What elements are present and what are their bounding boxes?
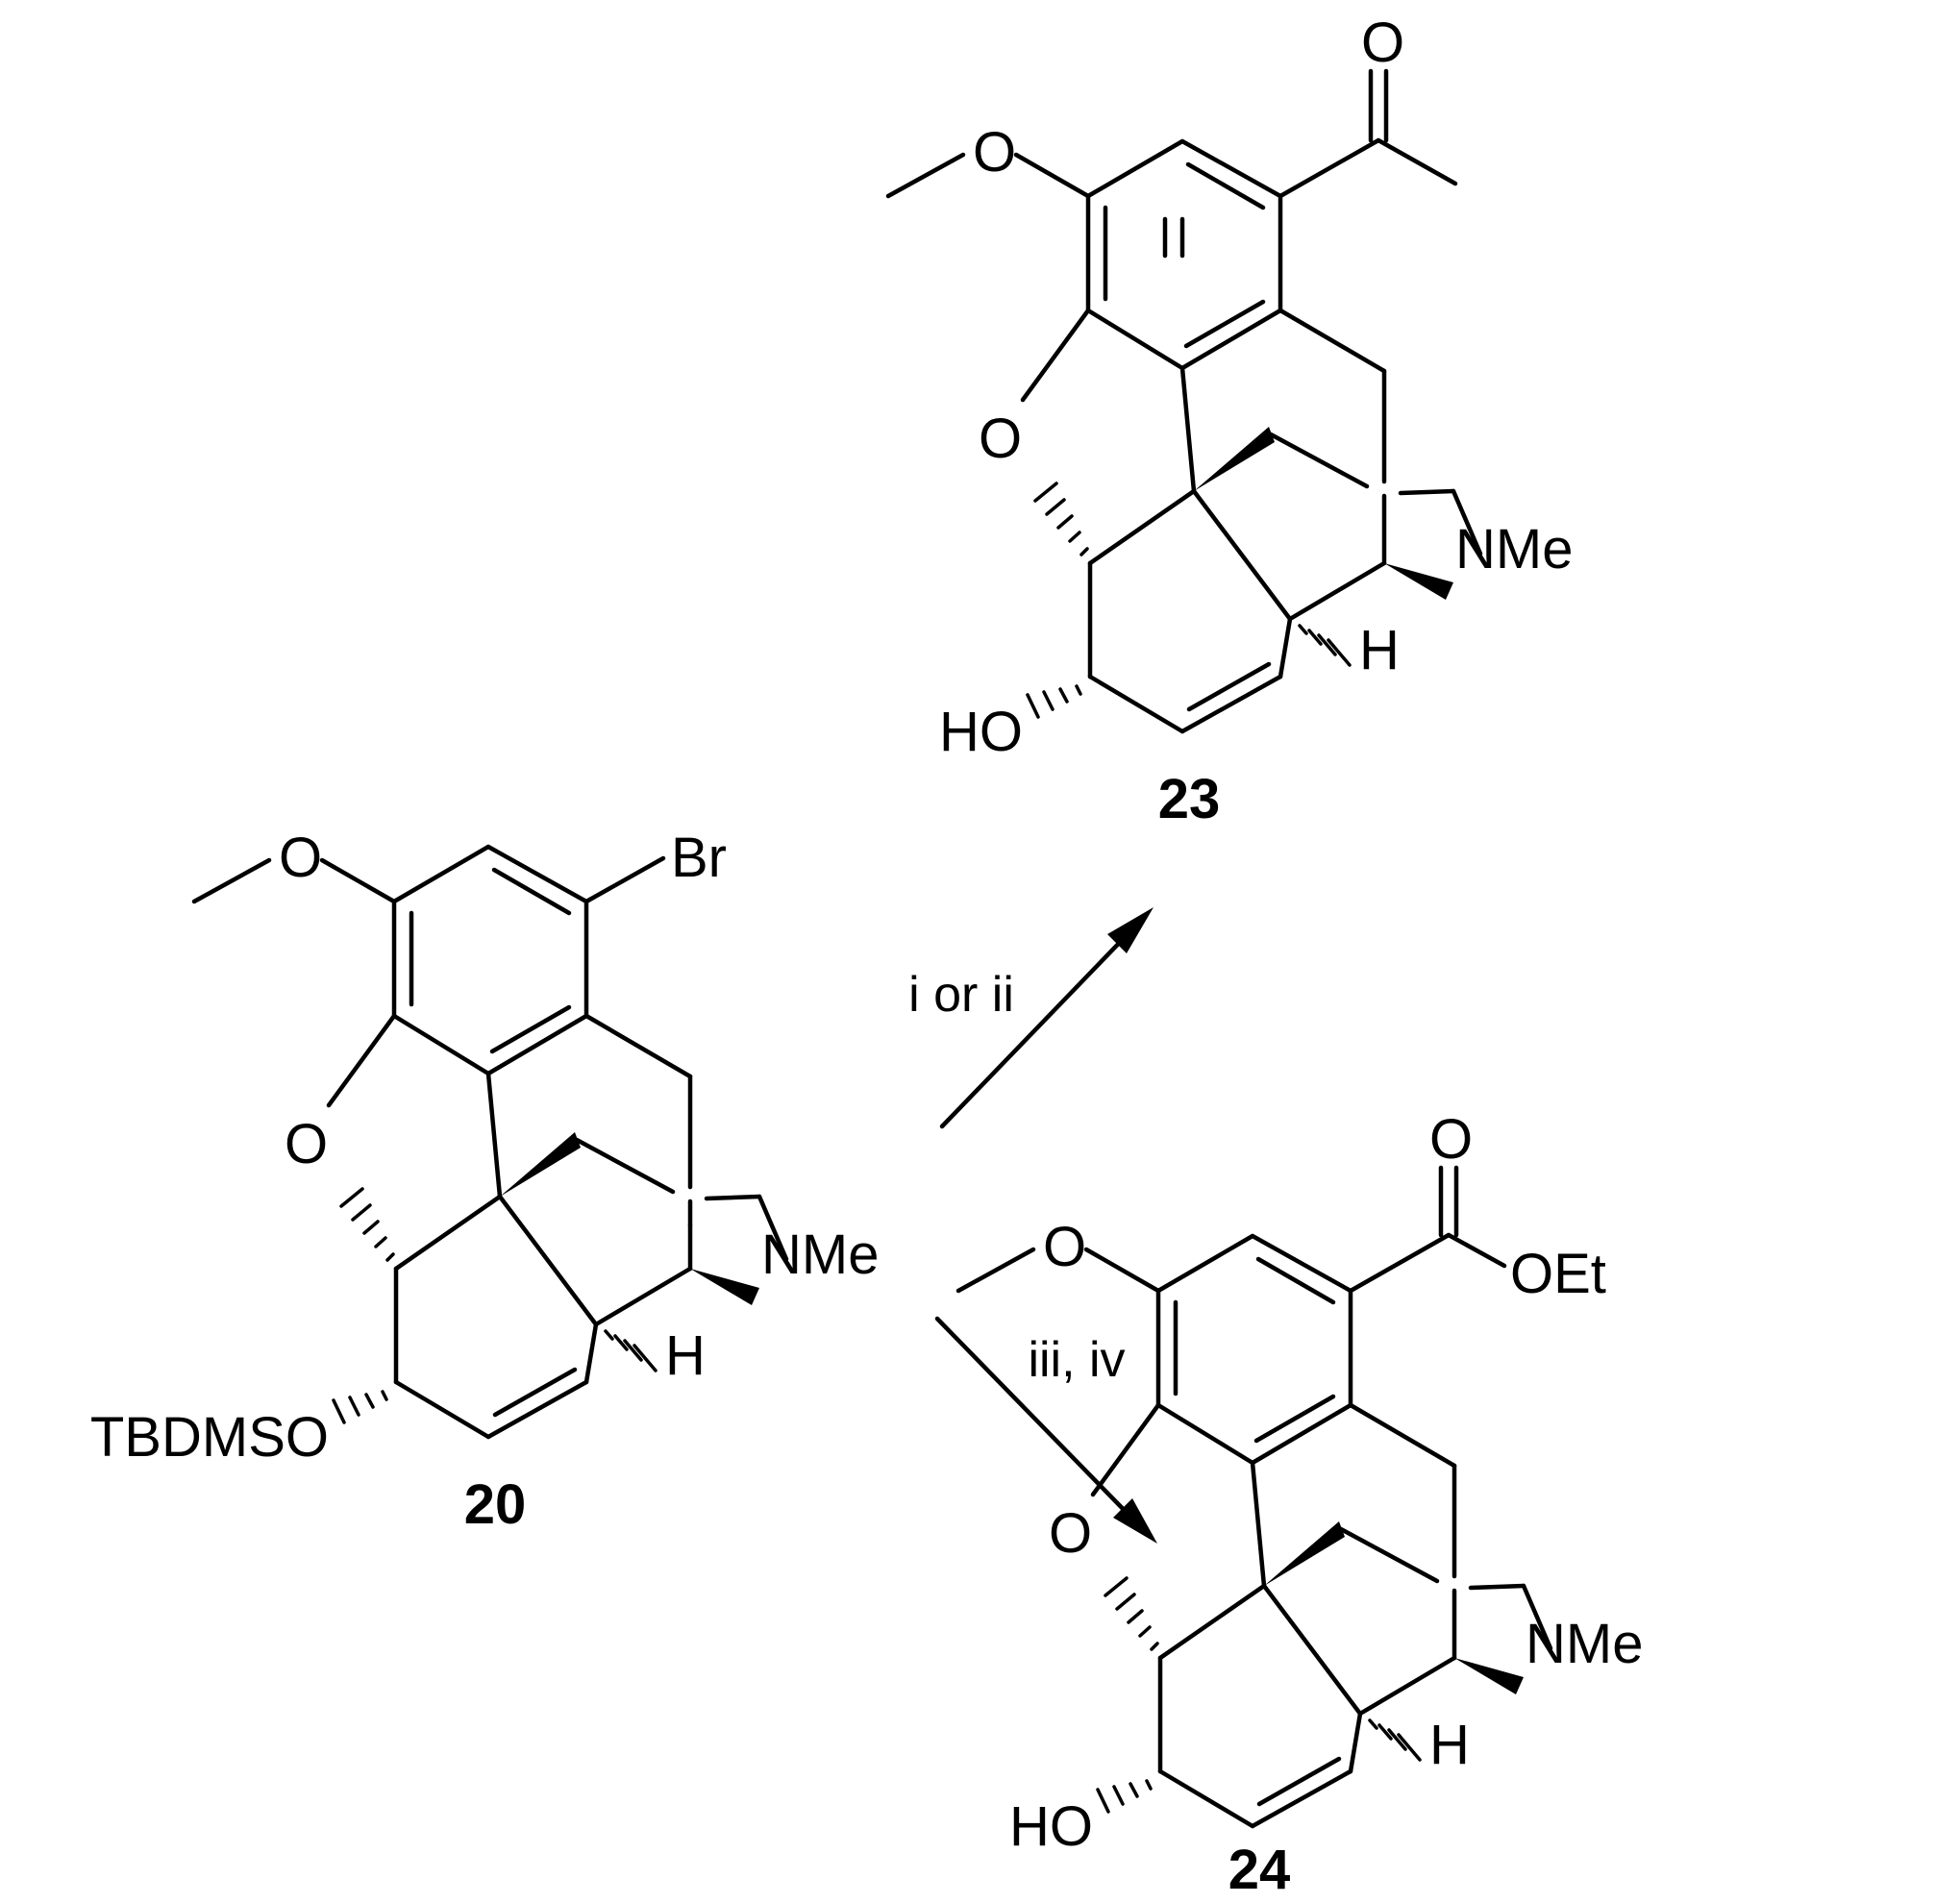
compound-24-hydroxyl: HO [1009, 1795, 1093, 1858]
compound-20-silyl-ether: TBDMSO [90, 1406, 329, 1469]
compound-20-amine: NMe [761, 1223, 879, 1286]
compound-20-structure: O Br O NMe H TBDMSO 20 [90, 827, 880, 1536]
compound-23-structure: O O O NMe H HO 23 [885, 12, 1573, 830]
compound-23-ring-oxygen: O [979, 408, 1022, 470]
compound-24-amine: NMe [1526, 1613, 1643, 1675]
compound-23-hydrogen: H [1359, 619, 1400, 681]
compound-20-ring-oxygen: O [285, 1113, 328, 1175]
compound-23-label: 23 [1158, 768, 1221, 830]
compound-24-methoxy-oxygen: O [1043, 1216, 1086, 1278]
compound-24-hydrogen: H [1429, 1714, 1470, 1776]
compound-20-bromine: Br [671, 827, 727, 889]
compound-20-hydrogen: H [665, 1324, 706, 1387]
reagent-label-top: i or ii [908, 967, 1014, 1023]
compound-24-carbonyl-oxygen: O [1429, 1108, 1473, 1171]
compound-24-ethoxy: OEt [1510, 1243, 1606, 1305]
compound-24-ring-oxygen: O [1049, 1502, 1092, 1565]
compound-23-amine: NMe [1455, 518, 1573, 581]
arrow-to-23 [939, 907, 1154, 1129]
compound-23-hydroxyl: HO [939, 701, 1023, 763]
compound-24-structure: O O OEt O NMe H HO 24 [955, 1108, 1643, 1901]
compound-20-methoxy-oxygen: O [279, 827, 322, 889]
compound-23-carbonyl-oxygen: O [1361, 12, 1404, 74]
compound-24-label: 24 [1228, 1839, 1291, 1901]
reagent-label-bottom: iii, iv [1028, 1332, 1125, 1388]
compound-20-label: 20 [464, 1473, 527, 1536]
compound-23-methoxy-oxygen: O [973, 121, 1016, 184]
arrow-to-24 [934, 1316, 1157, 1544]
